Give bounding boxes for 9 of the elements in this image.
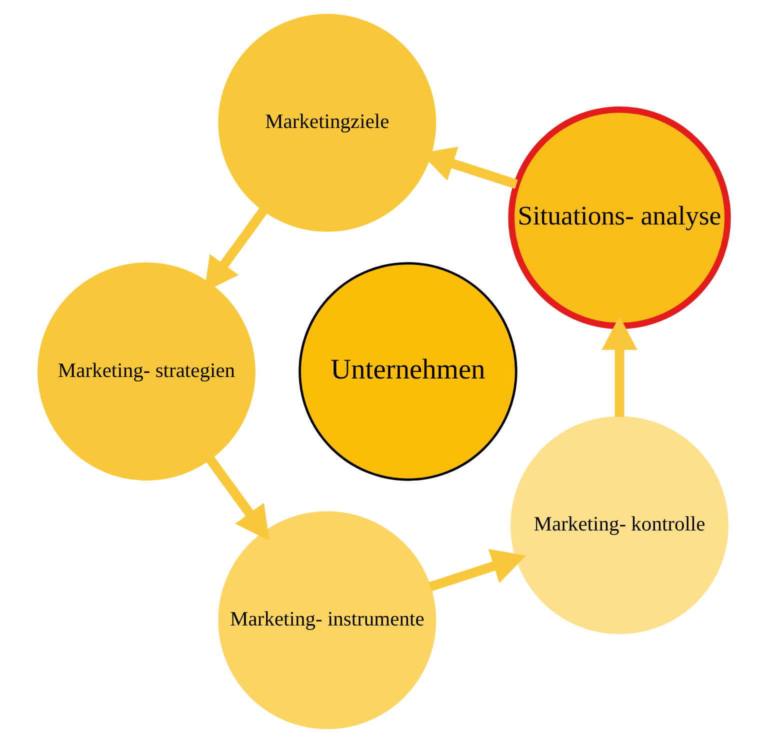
node-circle: Unternehmen — [298, 262, 517, 481]
node-circle: Situations- analyse — [508, 106, 730, 330]
node-circle: Marketing- strategien — [37, 262, 255, 480]
arrow — [601, 316, 637, 417]
node-circle: Marketing- instrumente — [218, 511, 436, 730]
node-circle: Marketing- kontrolle — [510, 416, 728, 634]
node-circle: Marketingziele — [218, 14, 436, 232]
arrow — [206, 456, 269, 541]
arrow — [428, 549, 526, 592]
